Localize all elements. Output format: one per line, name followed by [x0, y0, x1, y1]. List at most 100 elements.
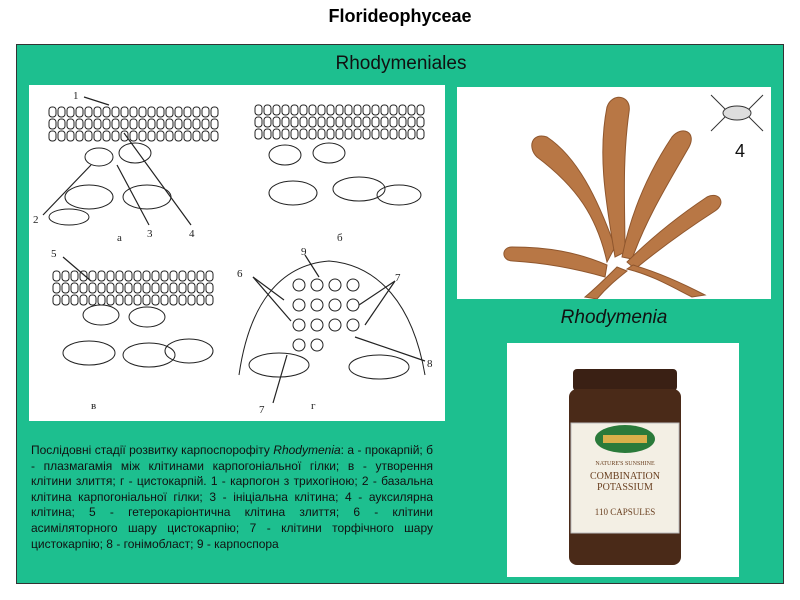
- cell: [88, 294, 97, 306]
- cell: [169, 270, 178, 282]
- cell: [416, 104, 425, 116]
- cell: [254, 128, 263, 140]
- cell: [407, 116, 416, 128]
- cell: [93, 130, 102, 142]
- cell: [272, 116, 281, 128]
- page-title: Florideophyceae: [328, 6, 472, 26]
- large-cell: [268, 144, 302, 166]
- cell: [165, 118, 174, 130]
- cell: [129, 106, 138, 118]
- cell: [362, 128, 371, 140]
- cell: [48, 106, 57, 118]
- panel-label-b: б: [337, 232, 343, 244]
- cell: [79, 270, 88, 282]
- cell: [205, 270, 214, 282]
- cell: [156, 106, 165, 118]
- cell: [326, 128, 335, 140]
- cell: [111, 118, 120, 130]
- jar-line1: COMBINATION: [590, 471, 660, 482]
- large-cell: [376, 184, 422, 206]
- cell: [48, 130, 57, 142]
- cell: [84, 106, 93, 118]
- cell: [106, 282, 115, 294]
- cell: [335, 116, 344, 128]
- cell: [196, 282, 205, 294]
- cell: [70, 294, 79, 306]
- jar-brand: NATURE'S SUNSHINE: [595, 461, 655, 467]
- cell: [165, 130, 174, 142]
- cell: [97, 282, 106, 294]
- cell: [308, 116, 317, 128]
- large-cell: [292, 298, 306, 312]
- large-cell: [248, 352, 310, 378]
- cell: [66, 130, 75, 142]
- cell: [281, 104, 290, 116]
- cell: [201, 118, 210, 130]
- large-cell: [82, 304, 120, 326]
- cell: [156, 130, 165, 142]
- rhodymenia-photo: 4: [457, 87, 771, 300]
- genus-label: Rhodymenia: [560, 307, 668, 328]
- cell: [210, 130, 219, 142]
- cell: [88, 282, 97, 294]
- cell: [317, 104, 326, 116]
- cell: [389, 116, 398, 128]
- large-cell: [62, 340, 116, 366]
- cell: [299, 104, 308, 116]
- cell: [129, 130, 138, 142]
- cell: [93, 106, 102, 118]
- cell: [196, 294, 205, 306]
- cell: [187, 282, 196, 294]
- cell: [192, 106, 201, 118]
- cell: [115, 270, 124, 282]
- cell: [84, 130, 93, 142]
- cell: [97, 294, 106, 306]
- label-5: 5: [51, 248, 57, 260]
- large-cell: [346, 318, 360, 332]
- cell: [272, 104, 281, 116]
- cell: [106, 294, 115, 306]
- large-cell: [64, 184, 114, 210]
- cell: [61, 270, 70, 282]
- cell: [335, 128, 344, 140]
- cell: [183, 118, 192, 130]
- cell: [57, 106, 66, 118]
- large-cell: [328, 298, 342, 312]
- cell: [111, 130, 120, 142]
- diagram-drawing: а б в г 1 2 3 4 5 6 7 7 8 9: [33, 90, 433, 416]
- cell: [380, 128, 389, 140]
- cell: [111, 106, 120, 118]
- label-7a: 7: [395, 272, 401, 284]
- cell: [398, 104, 407, 116]
- panel-label-v: в: [91, 400, 96, 412]
- label-2: 2: [33, 214, 39, 226]
- cell: [66, 106, 75, 118]
- large-cell: [348, 354, 410, 380]
- carpospore-diagram: а б в г 1 2 3 4 5 6 7 7 8 9: [29, 85, 445, 421]
- label-3: 3: [147, 228, 153, 240]
- photo-badge: 4: [735, 141, 745, 161]
- cell: [326, 104, 335, 116]
- cell: [48, 118, 57, 130]
- cell: [52, 282, 61, 294]
- cell: [174, 130, 183, 142]
- large-cell: [310, 298, 324, 312]
- cell: [79, 294, 88, 306]
- cell: [93, 118, 102, 130]
- cell: [290, 104, 299, 116]
- cell: [380, 104, 389, 116]
- cell: [174, 106, 183, 118]
- label-8: 8: [427, 358, 433, 370]
- cell: [129, 118, 138, 130]
- large-cell: [48, 208, 90, 226]
- jar-line2: POTASSIUM: [597, 482, 653, 493]
- cell: [272, 128, 281, 140]
- large-cell: [164, 338, 214, 364]
- cell: [70, 270, 79, 282]
- cell: [142, 282, 151, 294]
- cell: [308, 104, 317, 116]
- panel-label-a: а: [117, 232, 122, 244]
- cell: [160, 294, 169, 306]
- diagram-arrows: [42, 96, 426, 404]
- cell: [133, 294, 142, 306]
